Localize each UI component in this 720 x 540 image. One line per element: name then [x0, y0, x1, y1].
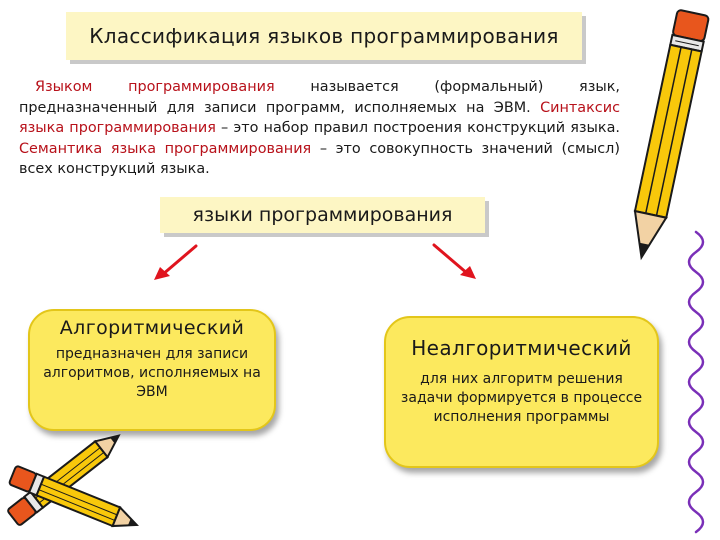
- definition-text-2: – это набор правил построения конструкци…: [215, 120, 620, 136]
- card-description: предназначен для записи алгоритмов, испо…: [43, 346, 261, 400]
- term-language: Языком программирования: [35, 79, 275, 95]
- card-algorithmic: Алгоритмический предназначен для записи …: [28, 309, 276, 431]
- card-title: Неалгоритмический: [411, 336, 632, 360]
- spiral-binding-icon: [687, 230, 705, 534]
- page-title: Классификация языков программирования: [66, 12, 582, 60]
- pencils-icon: [7, 434, 139, 528]
- definition-text-1: называется (формальный) язык, предназнач…: [19, 79, 620, 116]
- term-syntax: Синтаксис языка программирования: [19, 99, 620, 137]
- card-description: для них алгоритм решения задачи формируе…: [400, 371, 643, 425]
- term-semantics: Семантика языка программирования: [19, 140, 312, 157]
- arrow-left-icon: [154, 244, 198, 280]
- pencil-icon: [633, 9, 710, 261]
- arrow-right-icon: [432, 243, 476, 279]
- subtitle-box: языки программирования: [160, 197, 485, 233]
- card-title: Алгоритмический: [59, 317, 245, 339]
- card-non-algorithmic: Неалгоритмический для них алгоритм решен…: [384, 316, 659, 468]
- definition-text-3: – это совокупность значений (смысл) всех…: [19, 140, 620, 178]
- definition-paragraph: Языком программирования называется (форм…: [19, 77, 620, 180]
